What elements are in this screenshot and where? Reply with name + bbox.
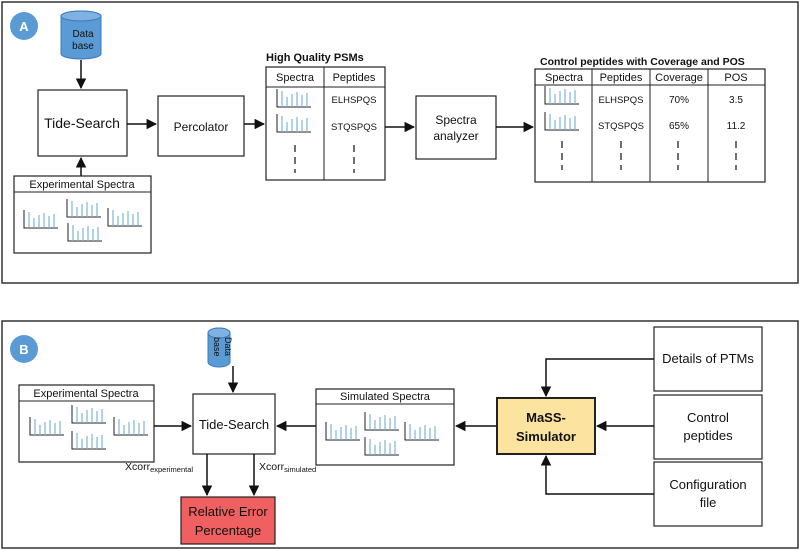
xcorr-experimental: Xcorrexperimental [125, 461, 193, 474]
simulator-label-2: Simulator [516, 429, 576, 444]
panel-a: A Data base Tide-Search Experimental Spe… [1, 1, 799, 284]
config-label-2: file [700, 495, 717, 510]
panel-b-badge [10, 335, 38, 363]
spectrum-icon [71, 431, 106, 450]
simulated-spectra-label: Simulated Spectra [340, 391, 431, 403]
spectrum-icon [544, 86, 579, 105]
database-icon: Data base [207, 327, 233, 368]
control-label-1: Control [687, 410, 729, 425]
psm-peptide-2: STQSPQS [331, 122, 377, 133]
control-header-peptides: Peptides [600, 72, 643, 84]
panel-a-label: A [19, 19, 29, 34]
tide-search-b-box [192, 393, 276, 455]
analyzer-label-2: analyzer [433, 129, 478, 143]
psm-header-spectra: Spectra [276, 72, 315, 84]
control-pos-2: 11.2 [727, 121, 746, 132]
percolator-label: Percolator [174, 120, 229, 134]
control-peptide-2: STQSPQS [598, 121, 644, 132]
percolator-box [157, 95, 245, 157]
spectrum-icon [544, 112, 579, 131]
spectrum-icon [67, 223, 102, 242]
control-header-pos: POS [724, 72, 747, 84]
psm-peptide-1: ELHSPQS [332, 95, 377, 106]
database-b-label-2: base [212, 337, 222, 357]
control-pos-1: 3.5 [729, 95, 743, 106]
spectrum-icon [364, 412, 399, 431]
psm-title: High Quality PSMs [266, 52, 364, 64]
control-label-2: peptides [683, 428, 733, 443]
tide-search-box [37, 89, 128, 157]
spectrum-icon [404, 422, 439, 441]
control-header-coverage: Coverage [655, 72, 703, 84]
spectrum-icon [276, 89, 311, 108]
tide-search-b-label: Tide-Search [199, 417, 269, 432]
panel-b: B Data base Experimental Spectra Tide-Se… [1, 320, 799, 549]
relative-error-box [180, 496, 276, 545]
simulator-label-1: MaSS- [526, 410, 566, 425]
error-label-1: Relative Error [188, 504, 268, 519]
spectrum-icon [107, 208, 142, 227]
control-peptides-box [653, 394, 763, 460]
control-header-spectra: Spectra [545, 72, 584, 84]
database-label-2: base [72, 41, 94, 52]
tide-search-label: Tide-Search [44, 115, 120, 131]
spectrum-icon [113, 417, 148, 436]
analyzer-label-1: Spectra [435, 113, 477, 127]
panel-b-frame [1, 320, 799, 549]
database-icon: Data base [60, 10, 102, 60]
spectrum-icon [276, 114, 311, 133]
database-b-label-1: Data [223, 337, 233, 356]
experimental-spectra-box: Experimental Spectra [13, 175, 152, 254]
database-label-1: Data [72, 29, 94, 40]
spectrum-icon [66, 199, 101, 218]
control-peptide-1: ELHSPQS [599, 95, 644, 106]
spectrum-icon [29, 417, 64, 436]
ptms-box [653, 326, 763, 392]
psm-header-peptides: Peptides [333, 72, 376, 84]
panel-a-frame [1, 1, 799, 284]
experimental-spectra-box-b: Experimental Spectra [18, 384, 155, 463]
experimental-spectra-b-label: Experimental Spectra [33, 388, 139, 400]
spectrum-icon [71, 405, 106, 424]
control-title: Control peptides with Coverage and POS [540, 56, 745, 68]
spectra-analyzer-box [415, 95, 497, 160]
xcorr-simulated: Xcorrsimulated [259, 461, 316, 474]
spectrum-icon [325, 422, 360, 441]
error-label-2: Percentage [195, 523, 262, 538]
configuration-box [653, 461, 763, 527]
config-label-1: Configuration [669, 477, 746, 492]
control-coverage-2: 65% [669, 121, 689, 132]
experimental-spectra-label: Experimental Spectra [29, 179, 135, 191]
mass-simulator-box [496, 397, 596, 455]
simulated-spectra-box: Simulated Spectra [315, 388, 455, 466]
panel-a-badge [10, 12, 38, 40]
ptms-label: Details of PTMs [662, 351, 754, 366]
control-table: Spectra Peptides Coverage POS ELHSPQS 70… [534, 68, 766, 183]
panel-b-label: B [19, 342, 28, 357]
psm-table: Spectra Peptides ELHSPQS STQSPQS [265, 66, 386, 181]
control-coverage-1: 70% [669, 95, 689, 106]
spectrum-icon [364, 437, 399, 456]
spectrum-icon [23, 210, 58, 229]
